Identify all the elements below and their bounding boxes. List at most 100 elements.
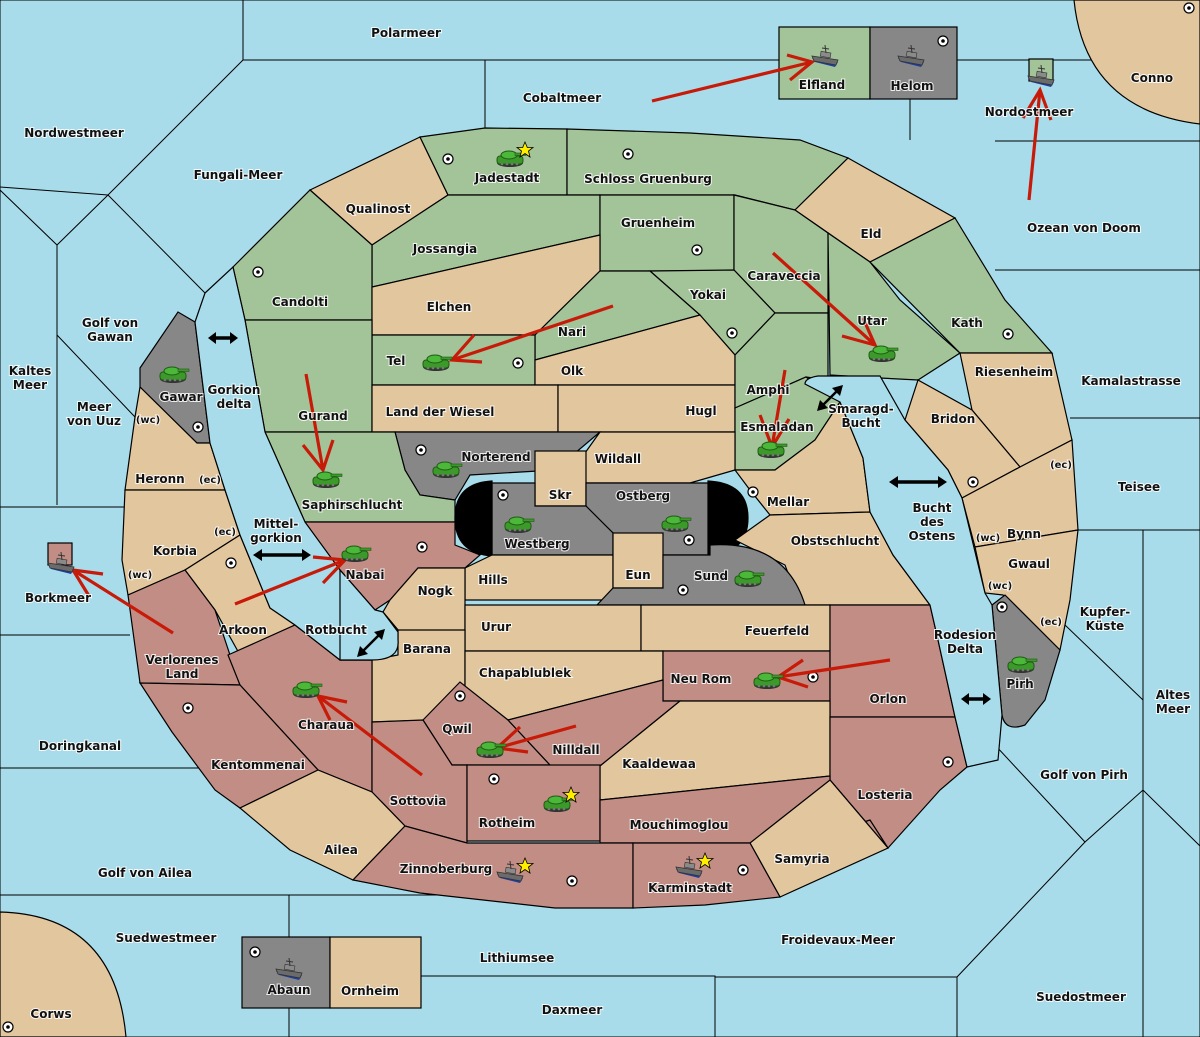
- sea-label-kupfer-kueste-2: Küste: [1086, 619, 1125, 633]
- double-arrow-icon: [208, 332, 238, 344]
- label-westberg: Westberg: [504, 537, 569, 551]
- supply-center-icon: [182, 702, 194, 714]
- army-unit-icon[interactable]: [1007, 656, 1038, 674]
- sea-label-kupfer-kueste-1: Kupfer-: [1080, 605, 1130, 619]
- label-mellar: Mellar: [767, 495, 809, 509]
- army-unit-icon[interactable]: [868, 345, 899, 363]
- label-nabai: Nabai: [346, 568, 385, 582]
- label-qualinost: Qualinost: [346, 202, 411, 216]
- label-ornheim: Ornheim: [341, 984, 399, 998]
- move-arrow: [1021, 86, 1053, 201]
- supply-center-icon: [252, 266, 264, 278]
- sea-labels: Polarmeer Nordwestmeer Fungali-Meer Coba…: [8, 25, 1191, 1018]
- impassable-west: [454, 480, 493, 557]
- territory-gruenheim[interactable]: [599, 194, 735, 272]
- label-hills: Hills: [478, 573, 508, 587]
- sea-label-gorkion-delta-1: Gorkion: [208, 383, 261, 397]
- sea-label-cobaltmeer: Cobaltmeer: [523, 91, 601, 105]
- label-gawar: Gawar: [159, 390, 202, 404]
- territory-corws[interactable]: [0, 911, 127, 1037]
- label-helom: Helom: [890, 79, 933, 93]
- army-unit-icon[interactable]: [422, 354, 453, 372]
- sea-label-borkmeer: Borkmeer: [25, 591, 91, 605]
- coast-label-gawar-wc: (wc): [136, 415, 160, 426]
- sea-label-golf-von-ailea: Golf von Ailea: [98, 866, 192, 880]
- label-losteria: Losteria: [857, 788, 912, 802]
- sea-label-kamalastrasse: Kamalastrasse: [1081, 374, 1181, 388]
- label-olk: Olk: [561, 364, 584, 378]
- coast-label-gwaul-wc: (wc): [988, 581, 1012, 592]
- coast-label-korbia-ec: (ec): [214, 527, 236, 538]
- label-utar: Utar: [857, 314, 887, 328]
- territory-ornheim[interactable]: [329, 936, 422, 1009]
- label-norterend: Norterend: [461, 450, 530, 464]
- supply-center-icon: [2, 1021, 14, 1033]
- coast-label-bynn-ec: (ec): [1050, 460, 1072, 471]
- army-unit-icon[interactable]: [476, 741, 507, 759]
- supply-center-icon: [454, 690, 466, 702]
- label-kaaldewaa: Kaaldewaa: [622, 757, 696, 771]
- territory-bynn[interactable]: [961, 439, 1079, 548]
- territory-kath[interactable]: [868, 217, 1054, 354]
- territory-verlorenes-land[interactable]: [127, 569, 241, 686]
- supply-center-icon: [442, 153, 454, 165]
- label-rotheim: Rotheim: [479, 816, 536, 830]
- army-unit-icon[interactable]: [504, 516, 535, 534]
- sea-label-lithiumsee: Lithiumsee: [480, 951, 555, 965]
- label-schloss-gruenburg: Schloss Gruenburg: [584, 172, 712, 186]
- territory-skr[interactable]: [534, 450, 587, 507]
- label-eun: Eun: [625, 568, 650, 582]
- label-ailea: Ailea: [324, 843, 358, 857]
- supply-center-icon: [726, 327, 738, 339]
- sea-label-froidevaux-meer: Froidevaux-Meer: [781, 933, 895, 947]
- sea-label-rodesion-delta-2: Delta: [947, 642, 983, 656]
- army-unit-icon[interactable]: [312, 471, 343, 489]
- label-saphirschlucht: Saphirschlucht: [302, 498, 403, 512]
- label-obstschlucht: Obstschlucht: [791, 534, 880, 548]
- supply-center-icon: [1183, 2, 1195, 14]
- supply-center-icon: [942, 756, 954, 768]
- label-qwil: Qwil: [442, 722, 472, 736]
- army-unit-icon[interactable]: [757, 441, 788, 459]
- sea-label-rotbucht: Rotbucht: [305, 623, 367, 637]
- label-riesenheim: Riesenheim: [975, 365, 1054, 379]
- label-caraveccia: Caraveccia: [747, 269, 820, 283]
- territory-conno[interactable]: [1073, 0, 1200, 125]
- supply-center-icon: [967, 476, 979, 488]
- label-charaua: Charaua: [298, 718, 354, 732]
- supply-center-icon: [192, 421, 204, 433]
- label-gwaul: Gwaul: [1008, 557, 1050, 571]
- label-gurand: Gurand: [298, 409, 348, 423]
- label-barana: Barana: [403, 642, 451, 656]
- move-arrow: [651, 53, 816, 103]
- label-jadestadt: Jadestadt: [474, 171, 540, 185]
- army-unit-icon[interactable]: [292, 681, 323, 699]
- move-arrow: [315, 693, 423, 777]
- sea-label-nordostmeer: Nordostmeer: [985, 105, 1074, 119]
- army-unit-icon[interactable]: [432, 461, 463, 479]
- supply-center-icon: [416, 541, 428, 553]
- army-unit-icon[interactable]: [753, 672, 784, 690]
- sea-label-suedostmeer: Suedostmeer: [1036, 990, 1126, 1004]
- territory-karminstadt[interactable]: [632, 842, 781, 909]
- sea-label-bucht-des-ostens-2: des: [920, 515, 944, 529]
- label-nilldall: Nilldall: [552, 743, 599, 757]
- army-unit-icon[interactable]: [734, 570, 765, 588]
- coast-label-gwaul-ec: (ec): [1040, 617, 1062, 628]
- label-korbia: Korbia: [153, 544, 197, 558]
- double-arrow-icon: [357, 629, 385, 657]
- label-feuerfeld: Feuerfeld: [745, 624, 810, 638]
- label-kentommenai: Kentommenai: [211, 758, 305, 772]
- sea-label-bucht-des-ostens-3: Ostens: [909, 529, 956, 543]
- sea-label-ozean-von-doom: Ozean von Doom: [1027, 221, 1141, 235]
- sea-label-meer-von-uuz-2: von Uuz: [67, 414, 121, 428]
- army-unit-icon[interactable]: [159, 366, 190, 384]
- supply-center-icon: [677, 584, 689, 596]
- bay-rotbucht[interactable]: [339, 568, 399, 661]
- bay-bucht-des-ostens[interactable]: [804, 375, 1003, 768]
- army-unit-icon[interactable]: [341, 545, 372, 563]
- double-arrow-icon: [253, 549, 311, 561]
- sea-label-golf-von-gawan-2: Gawan: [87, 330, 133, 344]
- army-unit-icon[interactable]: [661, 515, 692, 533]
